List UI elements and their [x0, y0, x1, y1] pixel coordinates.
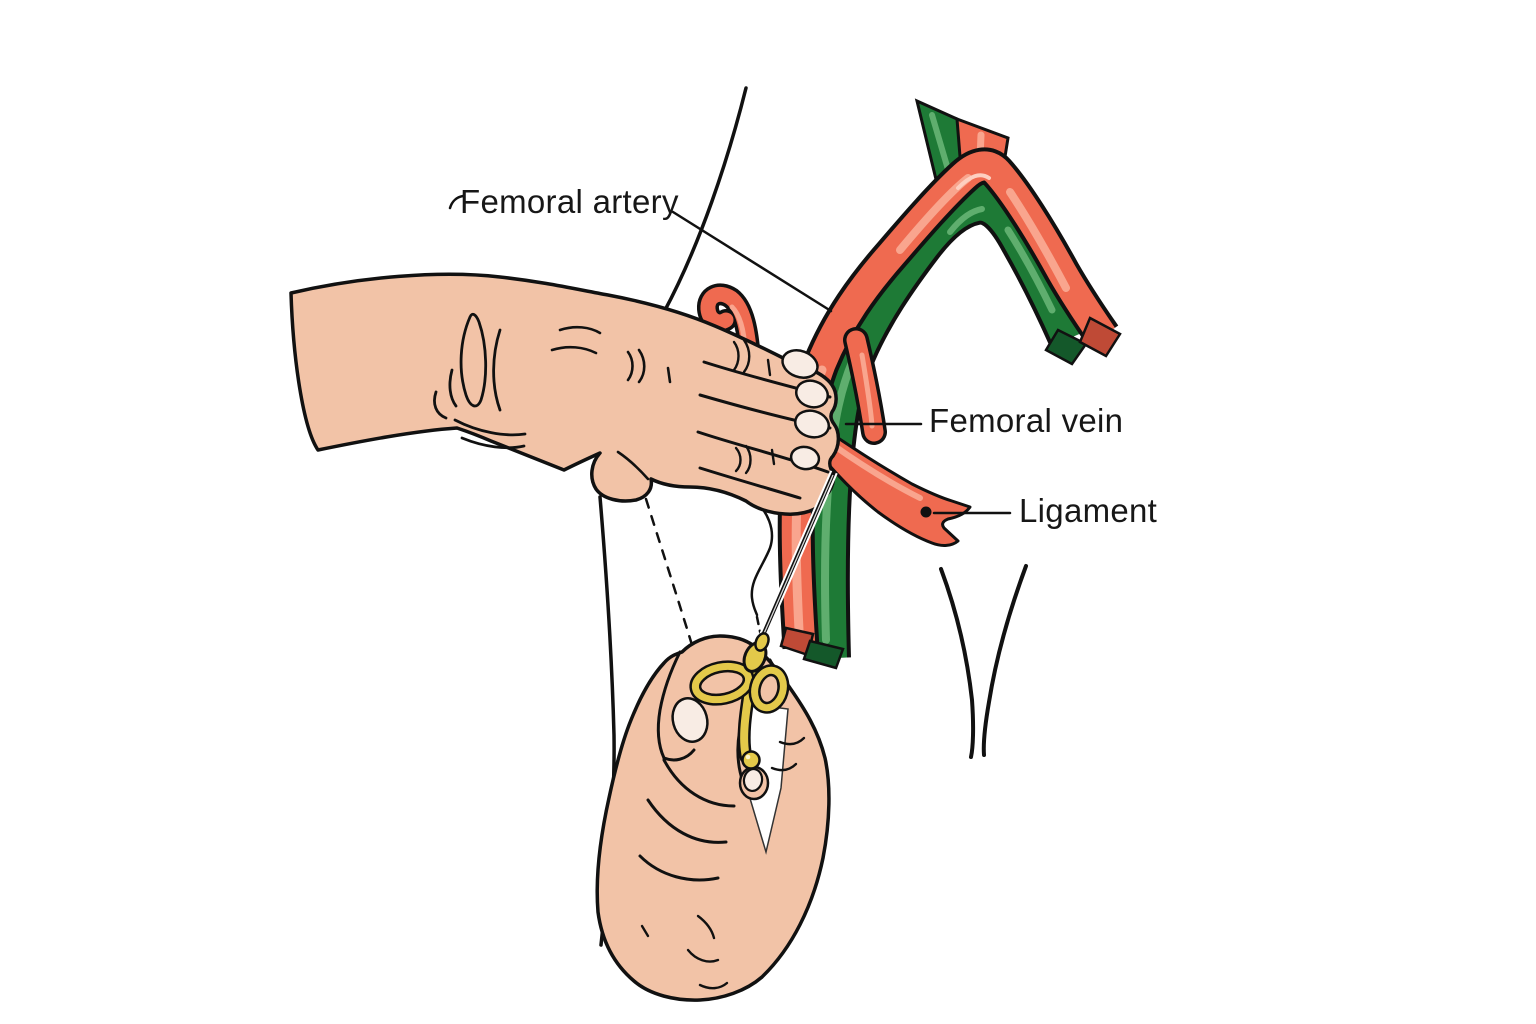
femoral-vein-vessel [805, 180, 1091, 659]
skin-fold-wavy-line [750, 494, 774, 617]
label-femoral-artery: Femoral artery [460, 183, 679, 220]
wrist-creases [433, 312, 527, 450]
abdomen-outline-line [662, 86, 748, 314]
vessel-bundle [697, 98, 1122, 670]
fingernails [781, 349, 831, 471]
fingernail [795, 379, 829, 409]
groin-fold-line-right [981, 564, 1028, 757]
artery-branch-stub [843, 327, 887, 445]
artery-cut-face-right [1078, 316, 1122, 358]
hand-back-creases [550, 325, 672, 481]
artery-highlight-bend2 [956, 173, 991, 190]
vein-cut-face-right [1044, 328, 1088, 366]
syringe-hand-silhouette [595, 634, 831, 1002]
fingernail [781, 349, 819, 379]
vein-highlight-bend [947, 206, 985, 235]
finger-ring-left [691, 662, 753, 704]
artery-highlight-right [1006, 188, 1070, 292]
label-femoral-vein: Femoral vein [929, 402, 1124, 439]
fingernail [793, 409, 831, 439]
palpating-hand [289, 272, 841, 516]
crease-dashed-left [644, 497, 701, 670]
needle-collar [754, 632, 770, 652]
label-ligament: Ligament [1019, 492, 1158, 529]
vein-highlight-right [1004, 226, 1056, 314]
ligament-marker-dot [920, 506, 932, 518]
artery-label-tick [448, 194, 465, 210]
control-syringe-icon [689, 632, 790, 770]
leader-lines [448, 194, 1012, 515]
finger-creases [732, 338, 776, 475]
groin-fold-line-left [939, 567, 976, 759]
fingernail [742, 767, 764, 793]
syringe-plunger-ball [741, 750, 761, 770]
fingernail [789, 445, 821, 471]
palpating-hand-silhouette [289, 272, 841, 516]
thumb-nail [671, 697, 709, 743]
artery-leader-line [671, 210, 833, 313]
needle-icon [753, 470, 838, 651]
plunger-ball-highlight [745, 754, 751, 760]
vein-cut-face-bottom [802, 639, 845, 670]
syringe-hand [595, 634, 831, 1002]
wrist-marks [640, 736, 806, 990]
finger-ring-right [751, 666, 787, 712]
